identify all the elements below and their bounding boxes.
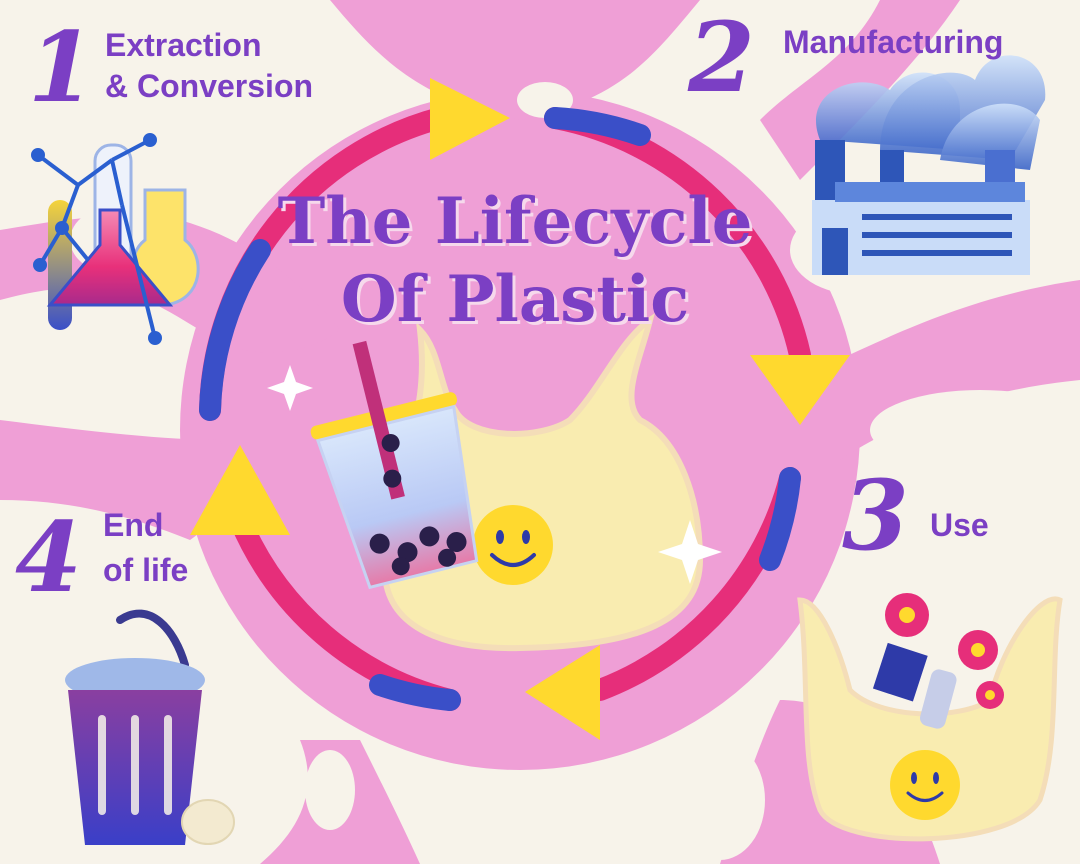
stage-4-label-line1: End [103, 507, 164, 543]
stage-4-label-line2: of life [103, 552, 189, 588]
arrow-head-left [190, 445, 290, 535]
arrow-arc-bottom-left-start [369, 674, 461, 711]
arrow-head-bottom [525, 645, 600, 740]
shopping-bag-icon [797, 593, 1063, 842]
diagram-title-line2: Of Plastic [340, 262, 690, 337]
diagram-title-line1: The Lifecycle [277, 184, 753, 259]
stage-2-number: 2 [688, 1, 755, 114]
stage-3-number: 3 [842, 459, 909, 572]
trash-can-icon [65, 609, 235, 845]
arrow-arc-right-start [544, 107, 651, 146]
stage-2-label: Manufacturing [783, 24, 1004, 60]
stage-1-label-line2: & Conversion [105, 68, 314, 104]
arrow-arc-bottom-right-start [759, 467, 801, 571]
arrow-head-top [430, 78, 510, 160]
bubble-tea-icon [310, 340, 479, 590]
arrow-heads [190, 78, 850, 740]
factory-icon [812, 55, 1046, 275]
smiley-plastic-bag-icon [381, 313, 704, 652]
lab-flasks-molecule-icon [31, 133, 200, 345]
arrow-arc-top-left [199, 239, 271, 421]
stage-3-label: Use [930, 507, 989, 543]
stage-1-number: 1 [28, 11, 95, 124]
arrow-head-right [750, 355, 850, 425]
cycle-arrows [199, 107, 811, 711]
sparkle-icons [267, 365, 722, 584]
stage-4-number: 4 [15, 501, 82, 614]
stage-1-label-line1: Extraction [105, 27, 262, 63]
